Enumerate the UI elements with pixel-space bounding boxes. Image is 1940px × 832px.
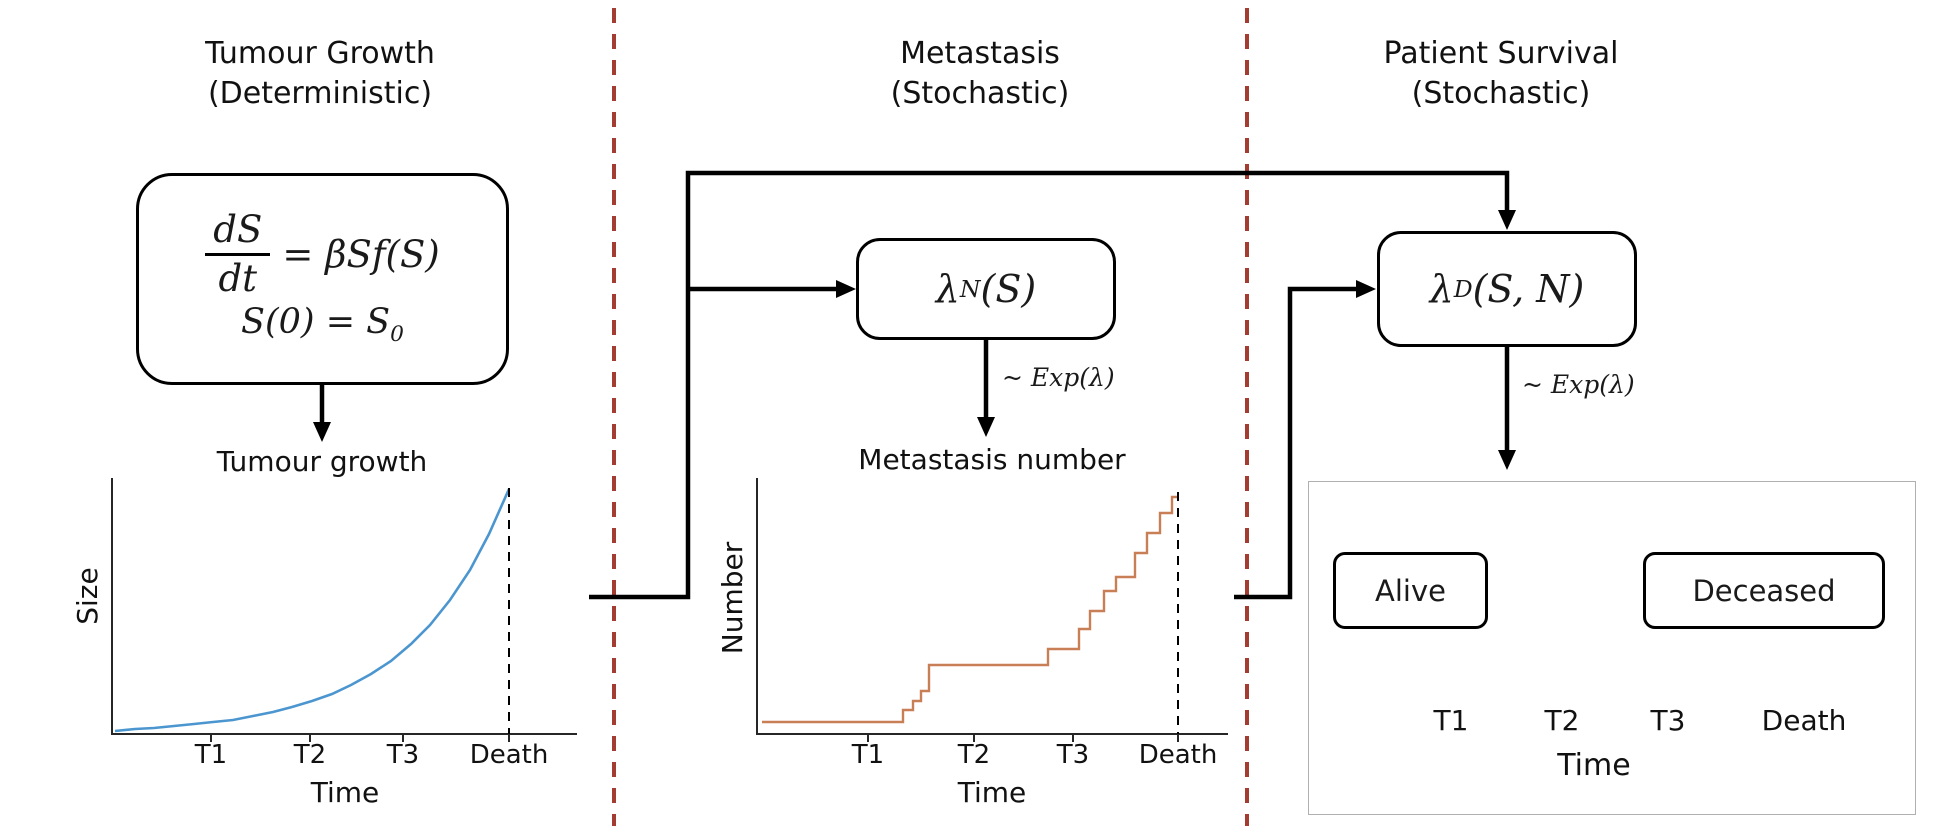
lambda-subscript: N xyxy=(959,275,981,303)
metastasis-tick-death: Death xyxy=(1138,740,1218,770)
lambda-subscript: D xyxy=(1453,275,1473,303)
survival-exp-distribution-label: ~ Exp(λ) xyxy=(1522,370,1635,399)
fraction-numerator: dS xyxy=(205,211,271,256)
connector-number-to-lambda-d xyxy=(1234,280,1376,600)
metastasis-number-label: Metastasis number xyxy=(858,443,1126,476)
metastasis-tick-t1: T1 xyxy=(851,740,885,770)
tumour-tick-t1: T1 xyxy=(194,740,228,770)
deceased-state-box: Deceased xyxy=(1643,552,1885,629)
alive-state-box: Alive xyxy=(1333,552,1488,629)
ode-equation: dS dt = βSf(S) xyxy=(205,211,440,300)
lambda-symbol: λ xyxy=(1429,267,1454,311)
metastasis-step-curve xyxy=(762,495,1178,724)
tumour-tick-death: Death xyxy=(469,740,549,770)
size-axis-label: Size xyxy=(71,567,104,625)
metastasis-time-axis-label: Time xyxy=(957,776,1027,809)
tumour-growth-equation-box: dS dt = βSf(S) S(0) = S0 xyxy=(136,173,509,385)
survival-tick-t1: T1 xyxy=(1433,704,1469,737)
panel-title-line2: (Stochastic) xyxy=(890,75,1070,111)
metastasis-plot-tickmarks xyxy=(867,734,1179,742)
connector-size-to-rates xyxy=(589,170,1516,600)
initial-condition: S(0) = S0 xyxy=(241,302,404,347)
metastasis-exp-distribution-label: ~ Exp(λ) xyxy=(1002,363,1115,392)
panel-title-line1: Patient Survival xyxy=(1383,36,1619,71)
tumour-plot-tickmarks xyxy=(210,734,510,742)
panel-title-line2: (Stochastic) xyxy=(1411,75,1591,111)
tumour-tick-t3: T3 xyxy=(386,740,420,770)
panel-title-patient-survival: Patient Survival (Stochastic) xyxy=(1301,34,1701,113)
alive-state-label: Alive xyxy=(1375,573,1446,608)
panel-title-line2: (Deterministic) xyxy=(207,75,433,111)
metastasis-tick-t2: T2 xyxy=(957,740,991,770)
fraction-denominator: dt xyxy=(218,257,258,300)
derivative-fraction: dS dt xyxy=(205,211,271,300)
panel-title-metastasis: Metastasis (Stochastic) xyxy=(780,34,1180,113)
survival-tick-t3: T3 xyxy=(1650,704,1686,737)
initial-condition-subscript: 0 xyxy=(390,321,404,347)
lambda-symbol: λ xyxy=(935,267,960,311)
survival-state-panel xyxy=(1308,481,1916,815)
tumour-plot-spines xyxy=(111,478,577,735)
survival-tick-death: Death xyxy=(1761,704,1847,737)
panel-title-line1: Tumour Growth xyxy=(205,36,435,71)
panel-title-tumour-growth: Tumour Growth (Deterministic) xyxy=(120,34,520,113)
survival-tick-t2: T2 xyxy=(1544,704,1580,737)
survival-time-axis-label: Time xyxy=(1557,748,1631,783)
metastasis-plot-spines xyxy=(756,478,1228,735)
metastasis-tick-t3: T3 xyxy=(1056,740,1090,770)
ode-rhs: = βSf(S) xyxy=(282,233,440,276)
initial-condition-main: S(0) = S xyxy=(241,301,391,342)
tumour-tick-t2: T2 xyxy=(293,740,327,770)
panel-title-line1: Metastasis xyxy=(900,36,1060,71)
tumour-time-axis-label: Time xyxy=(310,776,380,809)
lambda-arguments: (S) xyxy=(980,267,1037,311)
lambda-arguments: (S, N) xyxy=(1472,267,1585,311)
tumour-growth-label: Tumour growth xyxy=(216,445,428,478)
tumour-growth-curve xyxy=(114,488,511,733)
deceased-state-label: Deceased xyxy=(1692,573,1836,608)
number-axis-label: Number xyxy=(716,541,749,655)
